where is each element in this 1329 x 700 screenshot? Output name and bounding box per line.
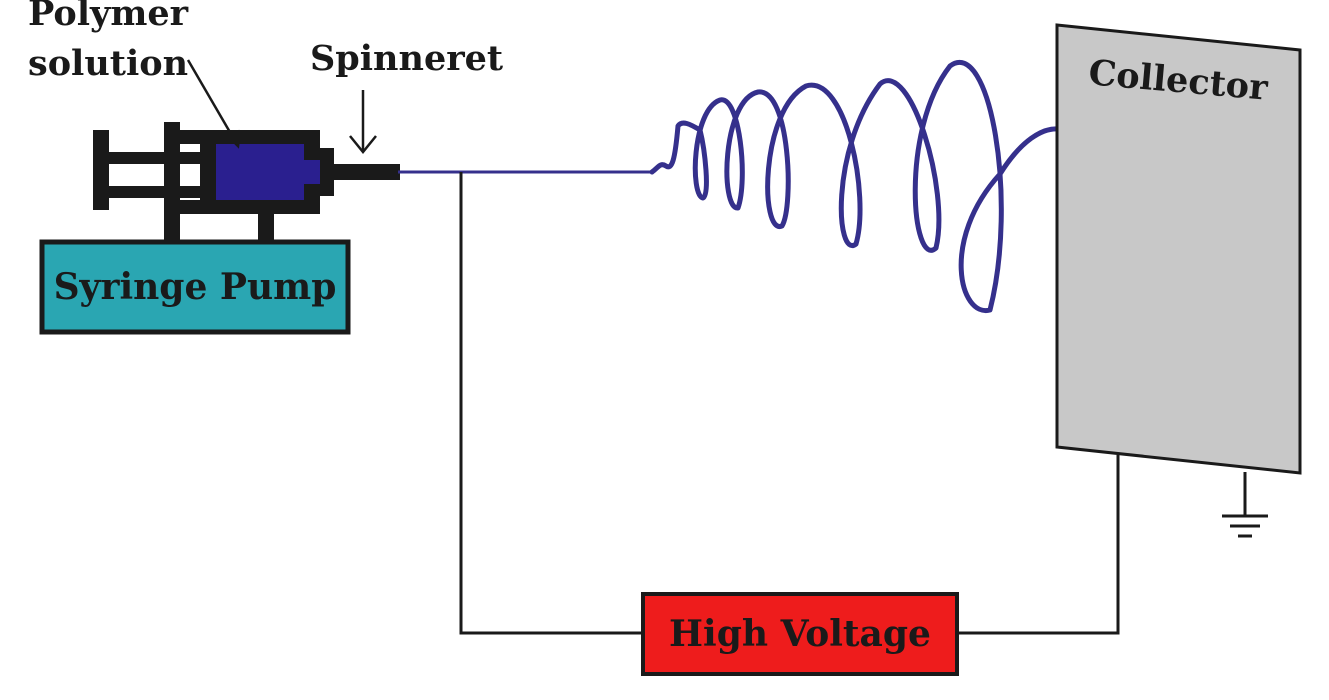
barrel-bottom [164,200,320,214]
high-voltage-box [641,592,959,676]
syringe [93,122,400,244]
high-voltage-label: High Voltage [669,613,931,655]
plunger-head [200,130,216,214]
barrel-top [164,130,320,144]
syringe-pump-label: Syringe Pump [54,266,337,308]
syringe-pump-box [39,239,351,335]
plunger-rod-bottom [93,186,203,198]
polymer-solution-pointer [186,59,240,147]
polymer-solution-label-line1: Polymer [28,0,189,34]
syringe-leg-left [164,214,178,244]
polymer-solution-label-line2: solution [28,43,188,84]
whipping-jet [649,60,1103,313]
wire-voltage-to-collector [957,455,1120,635]
plunger-rod-top [93,152,203,164]
ground-icon [1222,472,1268,538]
wire-spinneret-to-voltage [459,172,643,635]
polymer-pointer-arrowhead [225,129,242,149]
syringe-tip [318,148,334,196]
collector-plate [1055,23,1302,475]
polymer-solution-tip [304,160,320,184]
polymer-solution-fill [216,144,304,200]
syringe-leg-right [258,214,274,244]
spinneret-label: Spinneret [310,38,503,79]
needle [332,164,400,180]
spinneret-arrowhead [349,135,377,154]
